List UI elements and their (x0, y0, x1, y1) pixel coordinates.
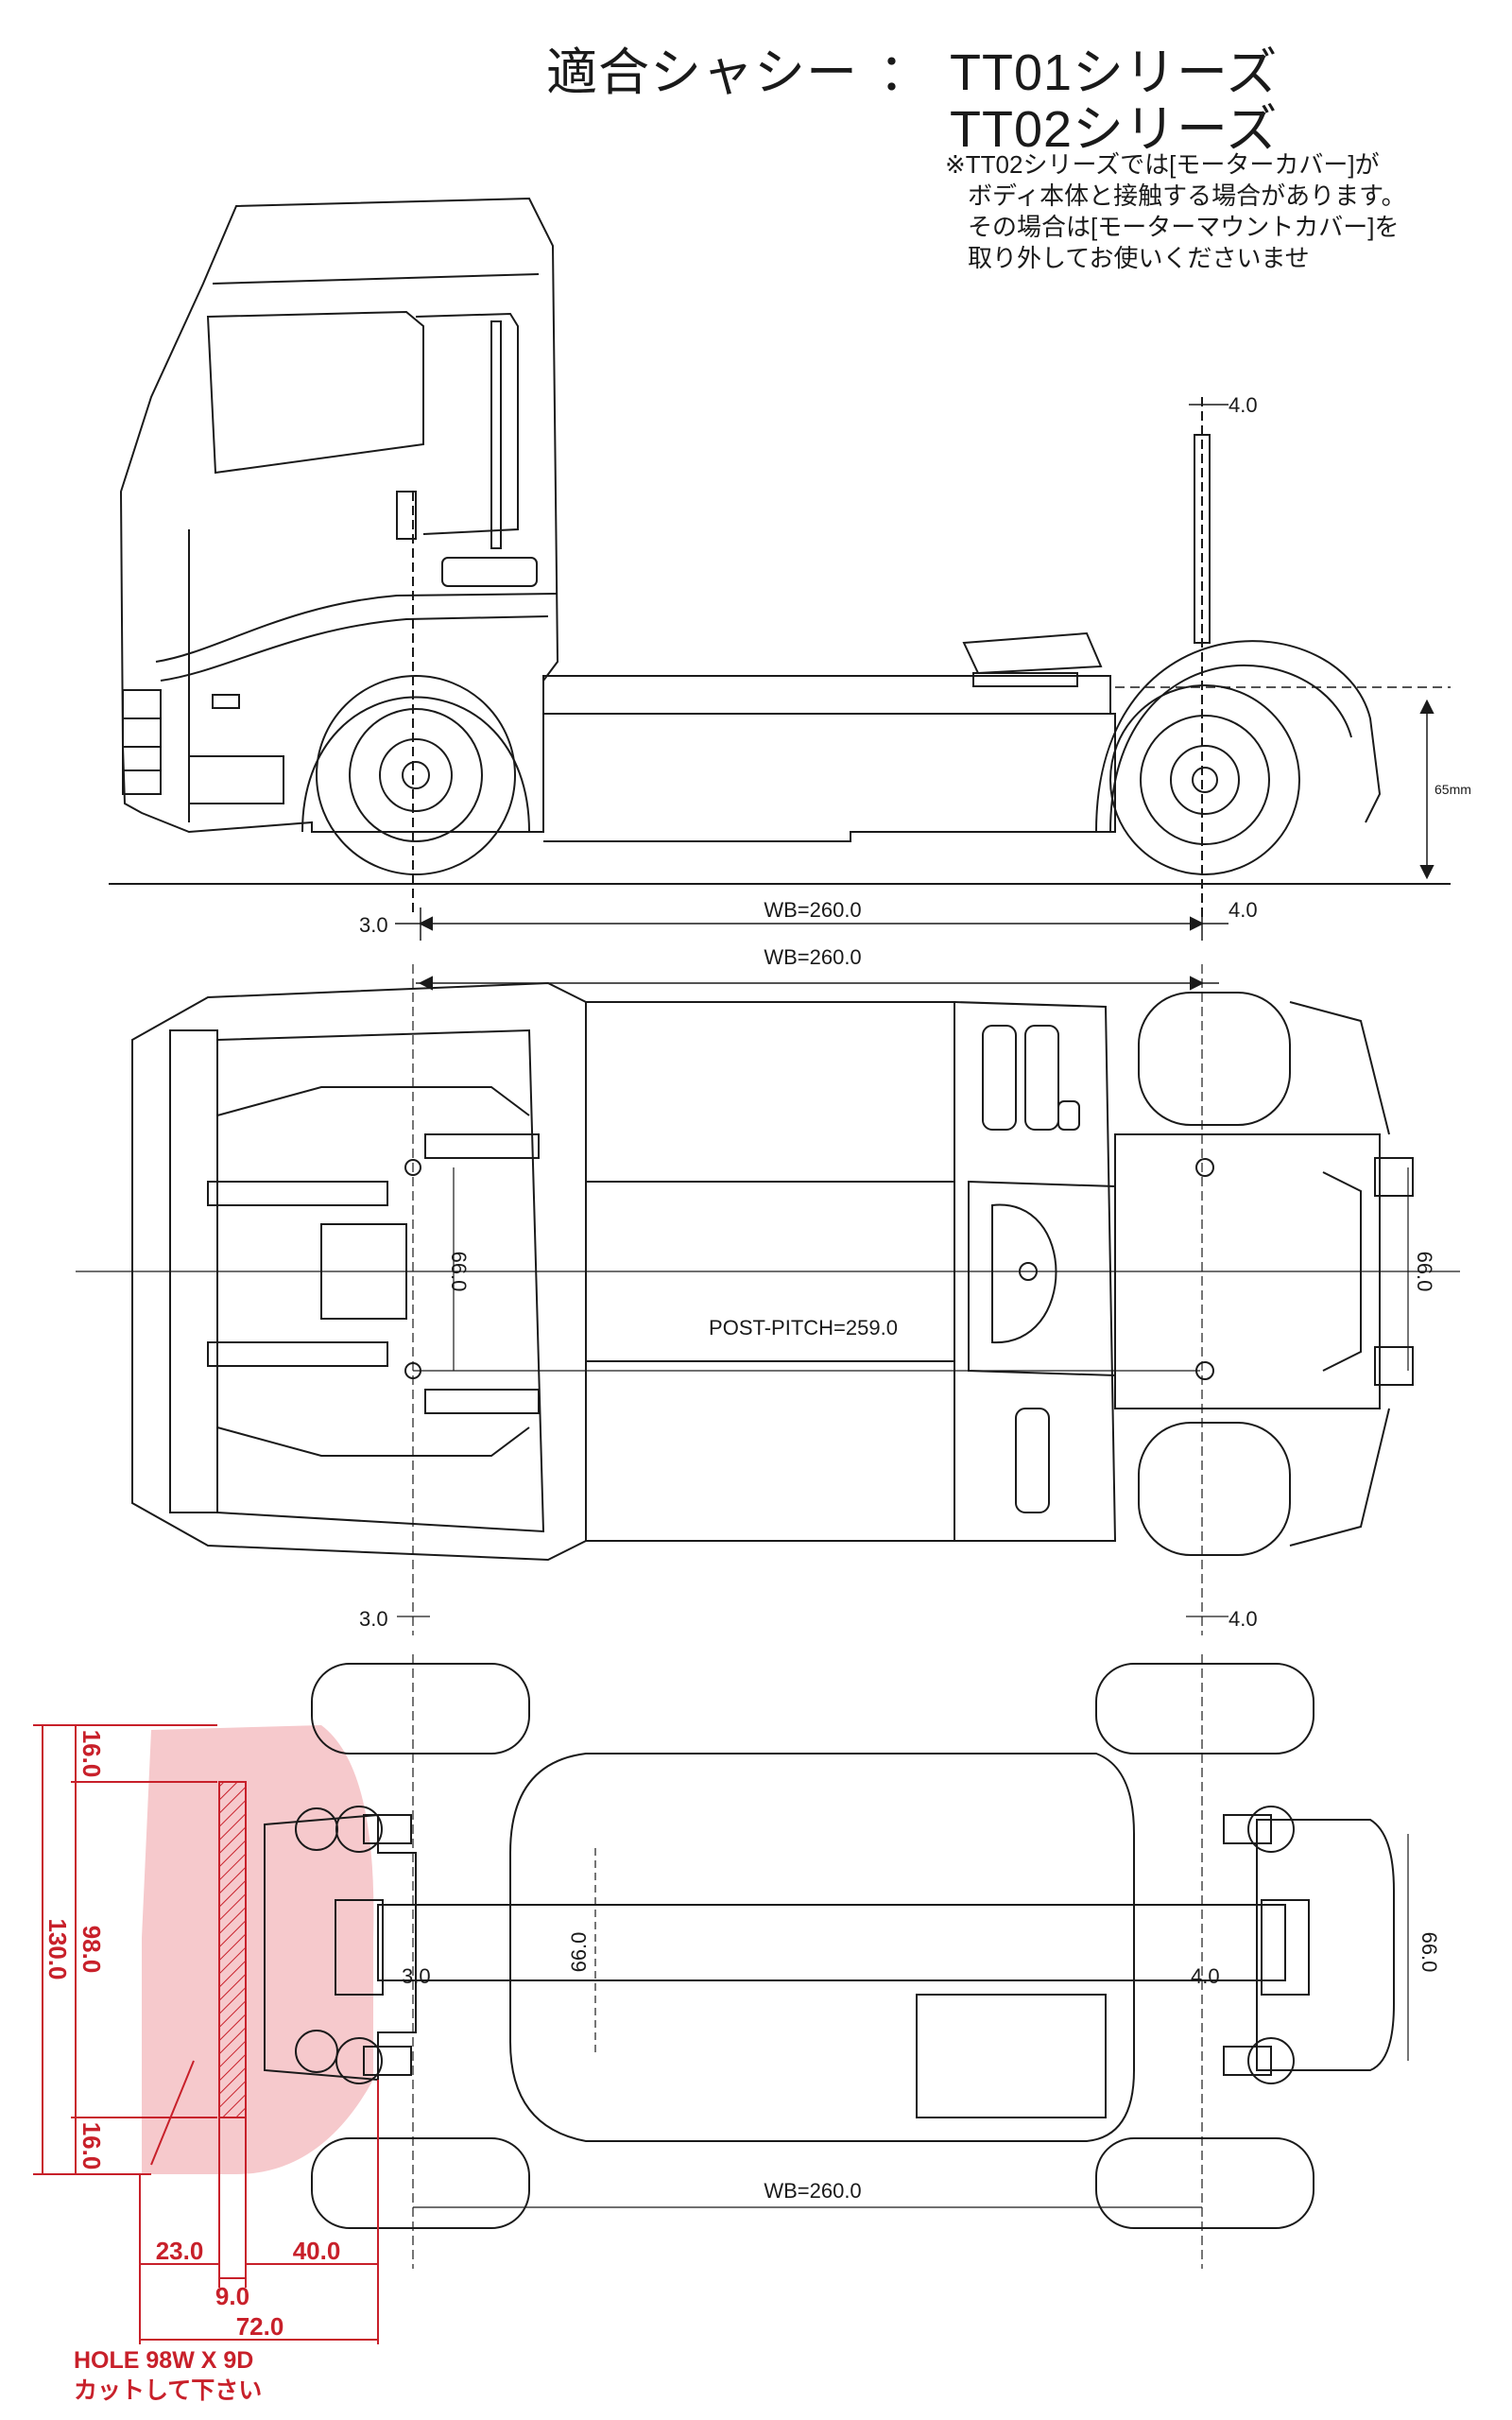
chassis-dim-center-width: 66.0 (567, 1932, 591, 1973)
header-separator: ： (879, 44, 931, 101)
chassis-view (264, 1654, 1409, 2269)
cutout-dim-a: 23.0 (156, 2237, 204, 2265)
hole-size-label: HOLE 98W X 9D (74, 2347, 254, 2374)
side-dim-top-right: 4.0 (1228, 393, 1258, 417)
cutout-dimension-lines (33, 1724, 379, 2344)
top-view-dimensions: WB=260.0 66.0 66.0 POST-PITCH=259.0 3.0 … (359, 945, 1436, 1631)
top-dim-post-width-right: 66.0 (1413, 1252, 1436, 1292)
top-dim-post-pitch: POST-PITCH=259.0 (709, 1316, 898, 1340)
series-tt02: TT02シリーズ (950, 101, 1279, 158)
compatible-chassis-label: 適合シャシー (546, 44, 858, 101)
top-dim-rear-offset: 4.0 (1228, 1607, 1258, 1631)
side-dim-height: 65mm (1435, 782, 1471, 797)
chassis-dim-wheelbase: WB=260.0 (764, 2179, 861, 2203)
side-dim-wheelbase: WB=260.0 (764, 898, 861, 922)
top-dim-wheelbase: WB=260.0 (764, 945, 861, 969)
note-line: その場合は[モーターマウントカバー]を (968, 213, 1400, 241)
note-line: ※TT02シリーズでは[モーターカバー]が (945, 150, 1380, 179)
note-line: ボディ本体と接触する場合があります。 (968, 182, 1406, 210)
cutout-dim-c: 40.0 (293, 2237, 341, 2265)
side-dim-front-offset: 3.0 (359, 913, 388, 937)
chassis-dim-right-width: 66.0 (1418, 1932, 1441, 1973)
note-line: 取り外してお使いくださいませ (968, 244, 1310, 272)
cutout-dim-top: 16.0 (77, 1730, 106, 1778)
cutout-dim-total: 130.0 (43, 1918, 72, 1979)
cut-instruction-label: カットして下さい (74, 2377, 263, 2404)
series-tt01: TT01シリーズ (950, 44, 1279, 101)
compatibility-note: ※TT02シリーズでは[モーターカバー]が ボディ本体と接触する場合があります。… (945, 149, 1406, 274)
cutout-dim-mid: 98.0 (77, 1926, 106, 1974)
chassis-dim-rear-offset: 4.0 (1191, 1964, 1220, 1988)
chassis-dim-front-offset: 3.0 (402, 1964, 431, 1988)
top-view-truck (76, 964, 1460, 1635)
cutout-area (142, 1725, 374, 2174)
cutout-dimension-text: 16.0 98.0 130.0 16.0 23.0 9.0 40.0 72.0 (43, 1730, 340, 2341)
side-view-truck (109, 197, 1451, 941)
top-dim-front-offset: 3.0 (359, 1607, 388, 1631)
top-dim-post-width-left: 66.0 (447, 1252, 471, 1292)
chassis-dimensions: 3.0 4.0 66.0 66.0 WB=260.0 (402, 1932, 1441, 2203)
side-dim-rear-offset: 4.0 (1228, 898, 1258, 922)
cutout-dim-d: 72.0 (236, 2312, 284, 2341)
side-view-dimensions: 4.0 65mm 3.0 WB=260.0 4.0 (359, 393, 1471, 937)
cutout-dim-bottom: 16.0 (77, 2122, 106, 2170)
cutout-dim-b: 9.0 (215, 2282, 249, 2310)
